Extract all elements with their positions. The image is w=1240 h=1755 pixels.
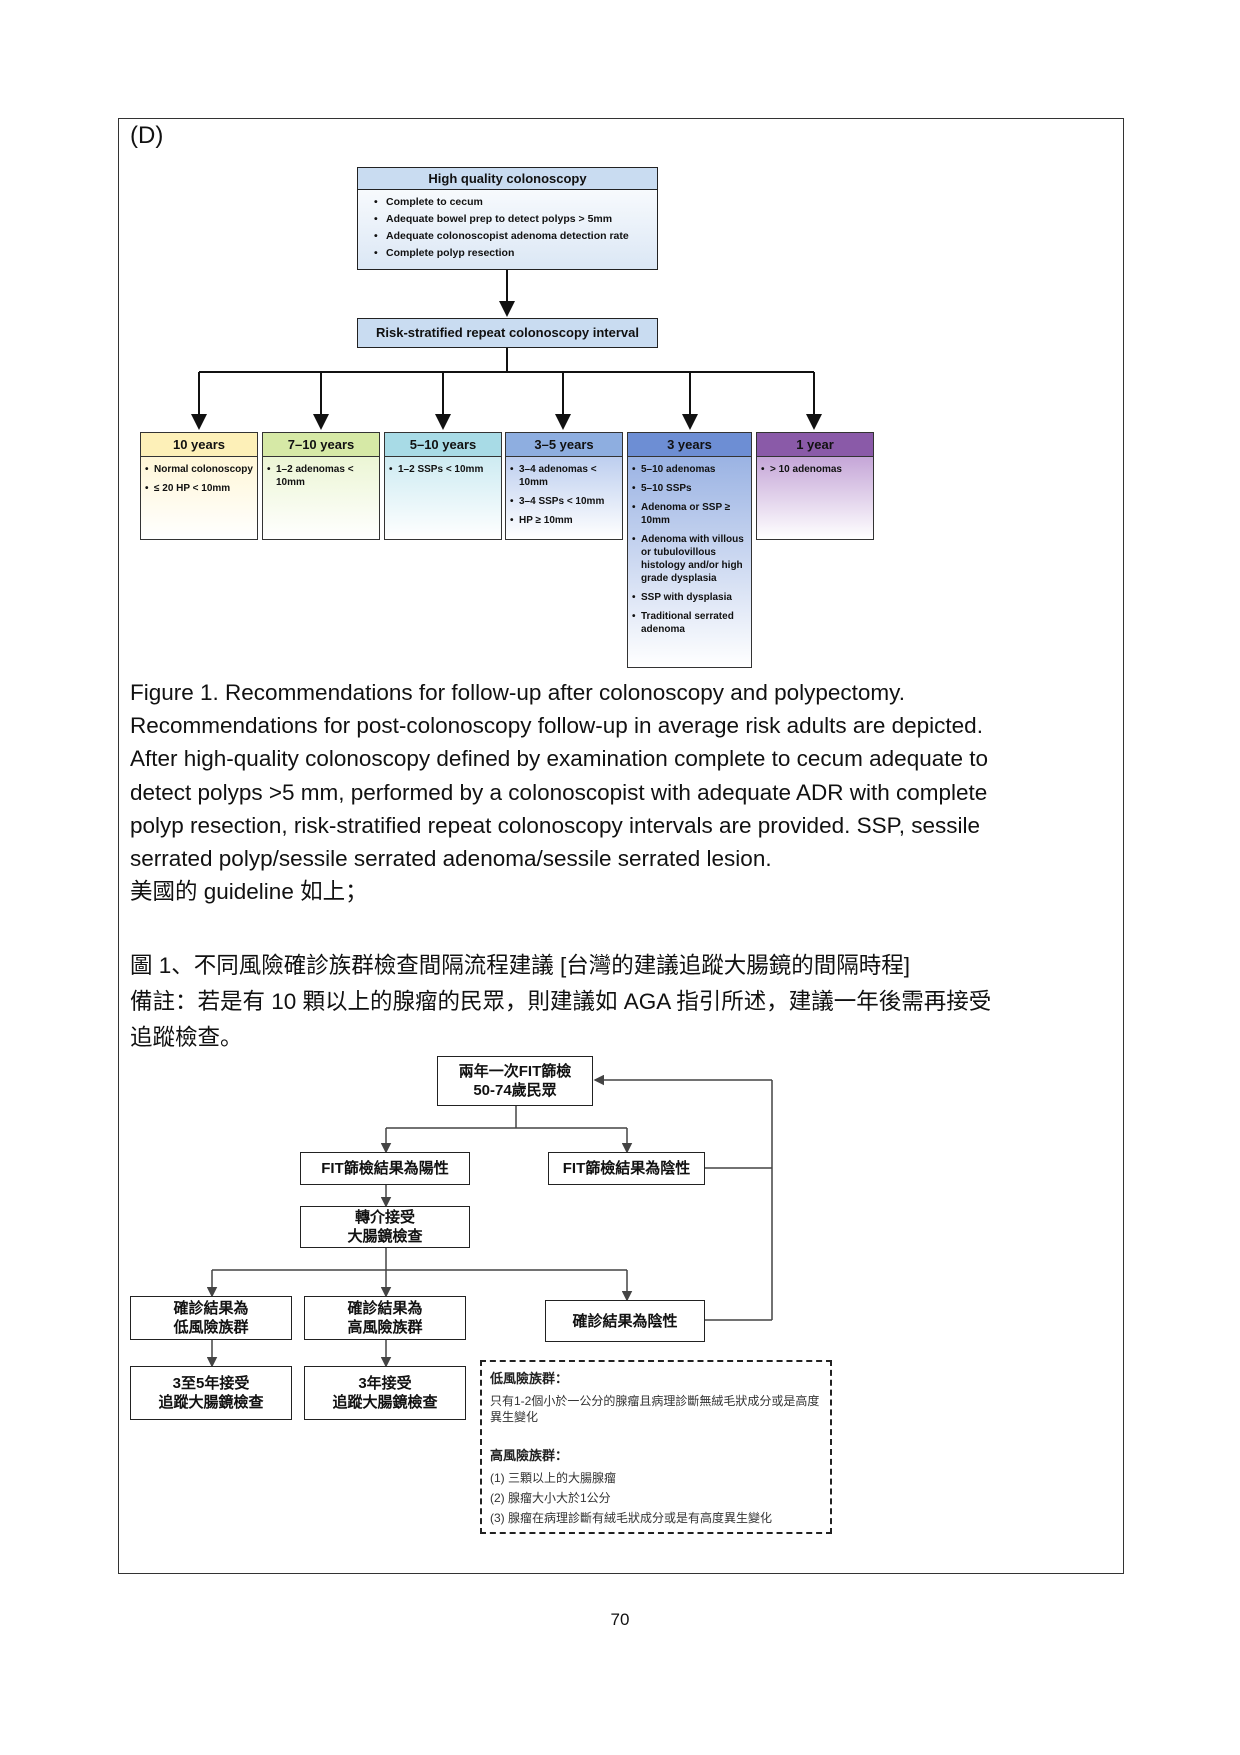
refer-line: 轉介接受 xyxy=(354,1209,415,1226)
fit-positive-box: FIT篩檢結果為陽性 xyxy=(300,1152,470,1185)
category-item: 3–4 SSPs < 10mm xyxy=(510,495,620,508)
high-risk-followup-box: 3年接受追蹤大腸鏡檢查 xyxy=(304,1366,466,1420)
low-risk-followup-box: 3至5年接受追蹤大腸鏡檢查 xyxy=(130,1366,292,1420)
category-item: > 10 adenomas xyxy=(761,463,871,476)
category-item: 5–10 SSPs xyxy=(632,482,749,495)
remark-line: 追蹤檢查。 xyxy=(130,1025,243,1050)
category-item: 1–2 adenomas < 10mm xyxy=(267,463,377,489)
category-item: 3–4 adenomas < 10mm xyxy=(510,463,620,489)
high-risk-def-item: (2) 腺瘤大小大於1公分 xyxy=(490,1491,611,1505)
category-item: Traditional serrated adenoma xyxy=(632,610,749,636)
hq-criterion: Complete polyp resection xyxy=(374,247,657,259)
fit-screening-box: 兩年一次FIT篩檢 50-74歲民眾 xyxy=(437,1056,593,1106)
low-risk-line: 確診結果為 xyxy=(173,1300,249,1317)
low-followup-line: 追蹤大腸鏡檢查 xyxy=(158,1394,264,1411)
category-item: HP ≥ 10mm xyxy=(510,514,620,527)
high-followup-line: 追蹤大腸鏡檢查 xyxy=(332,1394,438,1411)
category-item: Adenoma with villous or tubulovillous hi… xyxy=(632,533,749,585)
caption-line: Recommendations for post-colonoscopy fol… xyxy=(130,713,983,739)
caption-line: detect polyps >5 mm, performed by a colo… xyxy=(130,779,988,805)
low-risk-line: 低風險族群 xyxy=(173,1319,249,1336)
risk-stratified-box: Risk-stratified repeat colonoscopy inter… xyxy=(357,318,658,348)
high-risk-def-item: (1) 三顆以上的大腸腺瘤 xyxy=(490,1471,617,1485)
refer-colonoscopy-box: 轉介接受大腸鏡檢查 xyxy=(300,1206,470,1248)
risk-definition-box: 低風險族群： 只有1-2個小於一公分的腺瘤且病理診斷無絨毛狀成分或是高度異生變化… xyxy=(480,1360,832,1534)
panel-label: (D) xyxy=(130,122,164,149)
dx-negative-box: 確診結果為陰性 xyxy=(545,1300,705,1342)
category-items: 1–2 adenomas < 10mm xyxy=(263,457,379,489)
category-title: 10 years xyxy=(141,433,257,457)
category-items: Normal colonoscopy ≤ 20 HP < 10mm xyxy=(141,457,257,495)
low-risk-box: 確診結果為低風險族群 xyxy=(130,1296,292,1340)
category-items: 5–10 adenomas 5–10 SSPs Adenoma or SSP ≥… xyxy=(628,457,751,636)
low-risk-def-text: 只有1-2個小於一公分的腺瘤且病理診斷無絨毛狀成分或是高度異生變化 xyxy=(490,1394,820,1424)
fit-screening-line: 兩年一次FIT篩檢 xyxy=(458,1063,572,1080)
high-quality-colonoscopy-box: High quality colonoscopy Complete to cec… xyxy=(357,167,658,270)
high-risk-box: 確診結果為高風險族群 xyxy=(304,1296,466,1340)
category-title: 7–10 years xyxy=(263,433,379,457)
category-10-years: 10 years Normal colonoscopy ≤ 20 HP < 10… xyxy=(140,432,258,540)
category-item: Normal colonoscopy xyxy=(145,463,255,476)
caption-line: Figure 1. Recommendations for follow-up … xyxy=(130,680,905,705)
us-guideline-note: 美國的 guideline 如上； xyxy=(130,879,368,905)
low-followup-line: 3至5年接受 xyxy=(172,1375,250,1392)
caption-line: After high-quality colonoscopy defined b… xyxy=(130,746,989,772)
remark-line: 備註：若是有 10 顆以上的腺瘤的民眾，則建議如 AGA 指引所述，建議一年後需… xyxy=(130,989,992,1014)
category-title: 5–10 years xyxy=(385,433,501,457)
category-3-years: 3 years 5–10 adenomas 5–10 SSPs Adenoma … xyxy=(627,432,752,668)
high-risk-def-item: (3) 腺瘤在病理診斷有絨毛狀成分或是有高度異生變化 xyxy=(490,1511,773,1525)
caption-line: serrated polyp/sessile serrated adenoma/… xyxy=(130,846,772,872)
fit-negative-box: FIT篩檢結果為陰性 xyxy=(548,1152,705,1185)
category-1-year: 1 year > 10 adenomas xyxy=(756,432,874,540)
high-followup-line: 3年接受 xyxy=(358,1375,412,1392)
hq-criterion: Adequate bowel prep to detect polyps > 5… xyxy=(374,213,657,225)
category-title: 3–5 years xyxy=(506,433,622,457)
category-item: Adenoma or SSP ≥ 10mm xyxy=(632,501,749,527)
figure-caption: Figure 1. Recommendations for follow-up … xyxy=(130,676,1120,908)
high-risk-line: 高風險族群 xyxy=(347,1319,423,1336)
page-number: 70 xyxy=(610,1610,630,1629)
low-risk-def-title: 低風險族群： xyxy=(490,1371,569,1386)
high-risk-def-title: 高風險族群： xyxy=(490,1448,569,1463)
refer-line: 大腸鏡檢查 xyxy=(347,1228,423,1245)
category-items: > 10 adenomas xyxy=(757,457,873,476)
category-3-5-years: 3–5 years 3–4 adenomas < 10mm 3–4 SSPs <… xyxy=(505,432,623,540)
category-7-10-years: 7–10 years 1–2 adenomas < 10mm xyxy=(262,432,380,540)
category-item: 1–2 SSPs < 10mm xyxy=(389,463,499,476)
figure-title: 圖 1、不同風險確診族群檢查間隔流程建議 [台灣的建議追蹤大腸鏡的間隔時程] xyxy=(130,953,911,978)
category-item: ≤ 20 HP < 10mm xyxy=(145,482,255,495)
hq-criterion: Complete to cecum xyxy=(374,196,657,208)
high-risk-line: 確診結果為 xyxy=(347,1300,423,1317)
category-item: 5–10 adenomas xyxy=(632,463,749,476)
hq-criteria-list: Complete to cecum Adequate bowel prep to… xyxy=(358,190,657,259)
caption-line: polyp resection, risk-stratified repeat … xyxy=(130,812,981,838)
figure-frame xyxy=(118,118,1124,1574)
category-items: 1–2 SSPs < 10mm xyxy=(385,457,501,476)
category-title: 1 year xyxy=(757,433,873,457)
category-title: 3 years xyxy=(628,433,751,457)
category-items: 3–4 adenomas < 10mm 3–4 SSPs < 10mm HP ≥… xyxy=(506,457,622,527)
hq-criterion: Adequate colonoscopist adenoma detection… xyxy=(374,230,657,242)
fit-screening-line: 50-74歲民眾 xyxy=(473,1082,557,1099)
category-5-10-years: 5–10 years 1–2 SSPs < 10mm xyxy=(384,432,502,540)
category-item: SSP with dysplasia xyxy=(632,591,749,604)
hq-title: High quality colonoscopy xyxy=(358,168,657,190)
